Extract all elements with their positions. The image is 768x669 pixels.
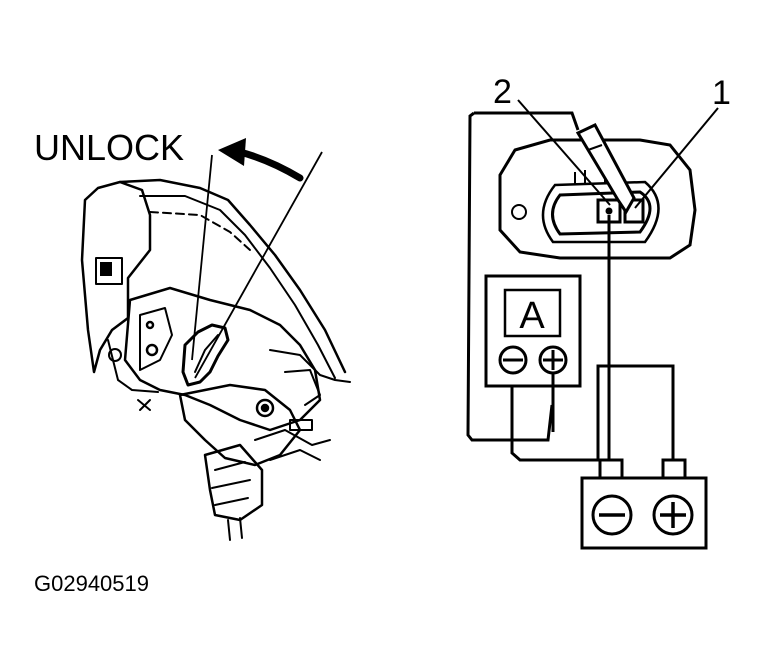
outer-loop-wire [466,111,580,442]
battery-minus-post [598,458,624,480]
lock-motor-connector [498,138,697,260]
connector-mount-hole [511,204,527,220]
ammeter-display [503,288,562,338]
battery-plus-post [661,458,687,480]
lock-connector [203,443,264,522]
unlock-pointer-lines [191,151,323,379]
test-probe [575,123,636,215]
unlock-arrow [218,138,304,182]
meter-minus-wire [510,382,600,462]
battery-plus-symbol [660,502,686,528]
lock-upper-rod [118,178,347,374]
terminal-2-label: 2 [493,73,512,111]
figure-id: G02940519 [34,571,149,596]
lock-body [123,286,322,432]
ammeter-label: A [519,295,545,337]
unlock-label: UNLOCK [34,127,184,168]
ammeter: A [484,274,582,388]
terminal-leaders [517,99,719,209]
terminal-1-label: 1 [712,74,731,112]
door-lock-assembly [80,178,351,541]
battery [580,458,708,550]
battery-positive-wire [596,364,675,462]
lock-back-plate [80,180,152,374]
lock-lever [181,323,230,387]
